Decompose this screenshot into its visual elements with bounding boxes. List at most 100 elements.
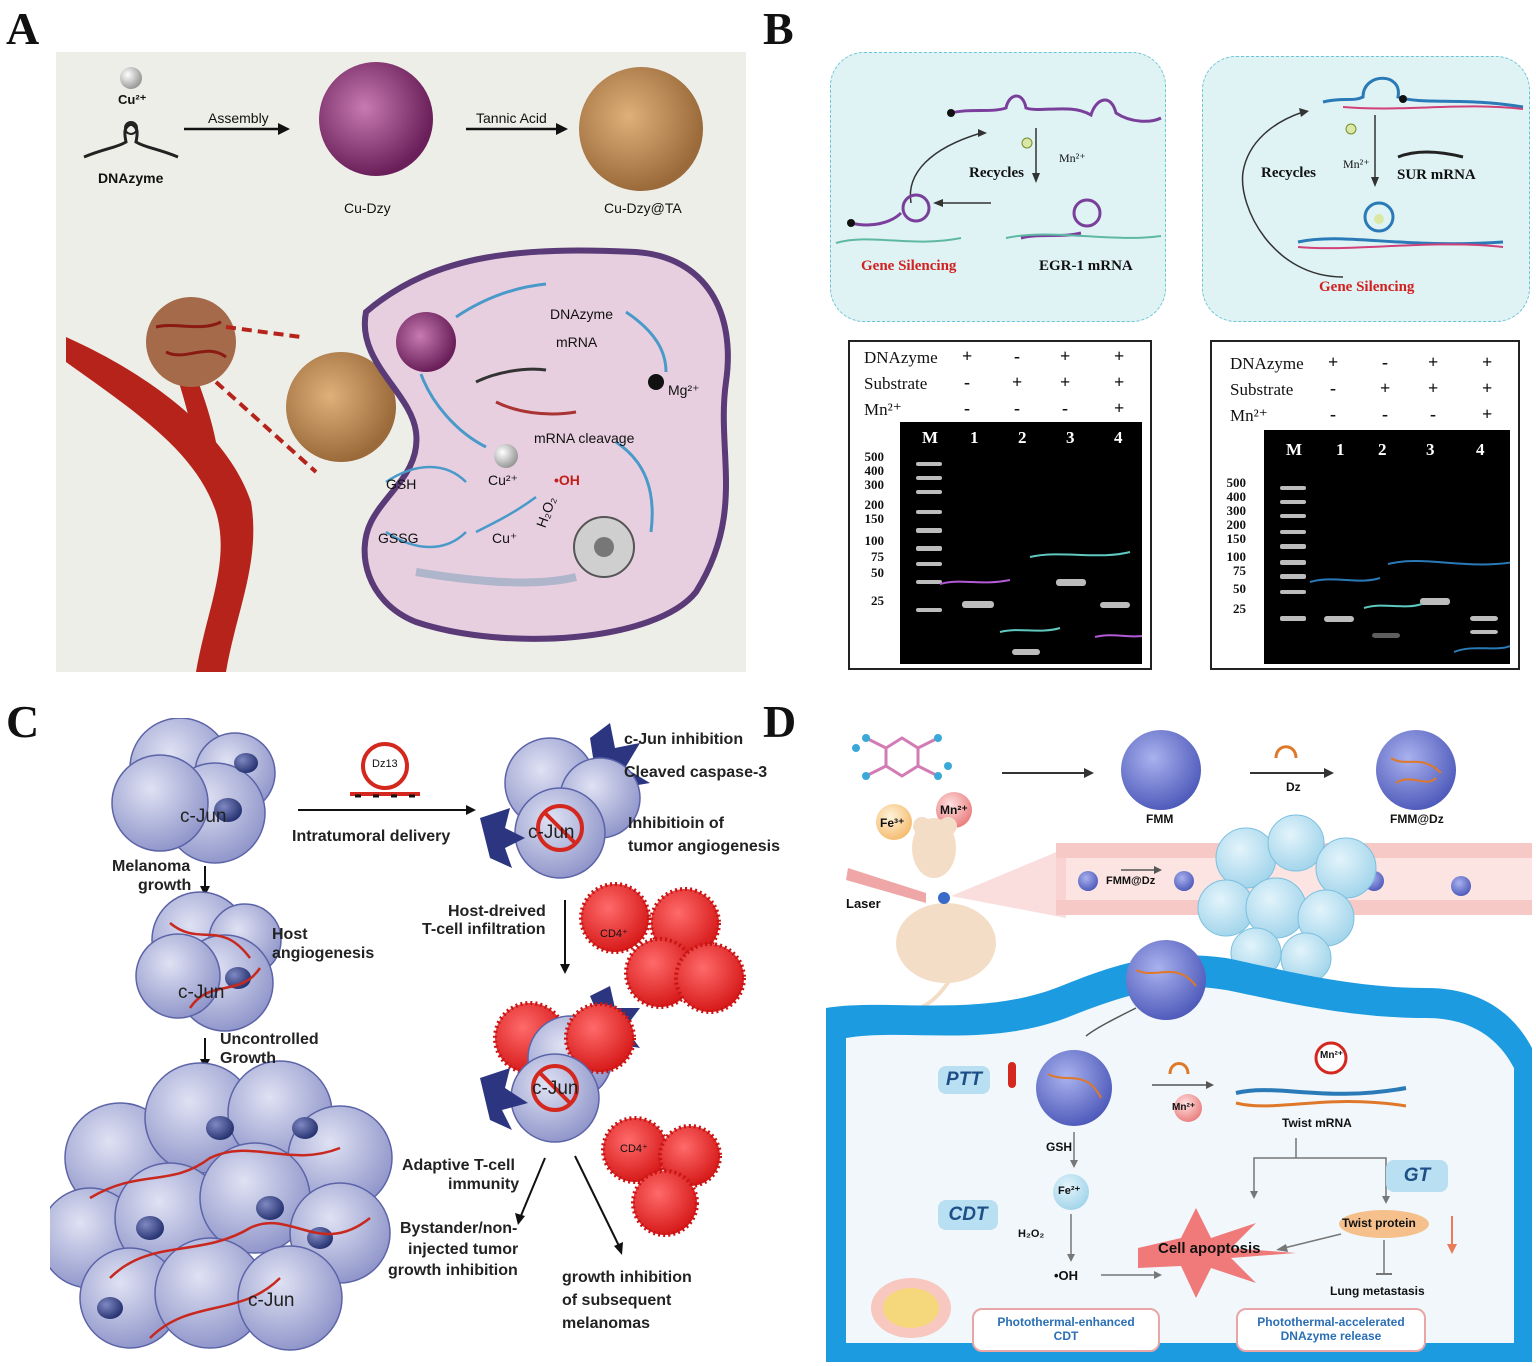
subsequent-label-3: melanomas — [562, 1315, 651, 1332]
h2o2-label: H₂O₂ — [1018, 1228, 1045, 1240]
left-sign: + — [1060, 372, 1071, 392]
fmm-dz-label: FMM@Dz — [1390, 812, 1444, 826]
mg-label: Mg²⁺ — [668, 382, 700, 398]
cleaved-caspase-label: Cleaved caspase-3 — [624, 764, 768, 781]
right-sign: - — [1330, 404, 1336, 424]
bystander-label-1: Bystander/non- — [400, 1220, 518, 1237]
cu-dzy-ta-particle — [579, 67, 703, 191]
c-jun-label-5: c-Jun — [532, 1078, 579, 1099]
photothermal-cdt-line-1: Photothermal-enhanced — [997, 1315, 1135, 1329]
left-gel-bands — [916, 462, 1142, 655]
right-sign: + — [1428, 352, 1439, 372]
sur-mrna-label: SUR mRNA — [1397, 167, 1476, 183]
cd4-label-2: CD4⁺ — [620, 1143, 648, 1155]
mn-loop-label: Mn²⁺ — [1320, 1050, 1344, 1061]
twist-protein-shape — [1339, 1210, 1429, 1238]
lane-label: 1 — [970, 428, 979, 447]
right-sign: + — [1482, 352, 1493, 372]
dz-icon — [1274, 745, 1298, 759]
subsequent-label-2: of subsequent — [562, 1292, 672, 1309]
adaptive-immunity-label-2: immunity — [448, 1176, 520, 1193]
sur-recycles-label: Recycles — [1261, 165, 1316, 181]
right-gel-image: M 1 2 3 4 — [1264, 430, 1510, 664]
adaptive-immunity-label-1: Adaptive T-cell — [402, 1157, 515, 1174]
c-jun-cell-cluster-1 — [111, 718, 276, 864]
egr1-recycles-label: Recycles — [969, 165, 1024, 181]
ladder-mark: 100 — [864, 533, 885, 548]
panel-label-a: A — [6, 3, 40, 54]
gsh-label: GSH — [1046, 1140, 1073, 1154]
c-jun-label-3: c-Jun — [248, 1290, 295, 1311]
c-jun-cell-cluster-2 — [135, 891, 282, 1032]
egr1-mrna-label: EGR-1 mRNA — [1039, 258, 1133, 274]
fe-ion-icon — [876, 804, 912, 840]
dnazyme-icon — [83, 121, 179, 159]
left-sign: + — [962, 346, 973, 366]
cu-dzy-label: Cu-Dzy — [344, 200, 391, 216]
fe2-label: Fe²⁺ — [1058, 1185, 1081, 1197]
inhibition-angio-label-1: Inhibitioin of — [628, 815, 724, 832]
lane-label: 4 — [1476, 440, 1485, 459]
blood-vessel — [66, 337, 254, 672]
right-sign: + — [1428, 378, 1439, 398]
left-sign: + — [1060, 346, 1071, 366]
lane-label: 2 — [1018, 428, 1027, 447]
twist-protein-label: Twist protein — [1342, 1216, 1416, 1230]
t-cell-infiltration-label-1: Host-dreived — [448, 903, 546, 920]
cu-dzy-particle — [319, 62, 433, 176]
c-jun-inhibition-label: c-Jun inhibition — [624, 731, 744, 748]
angiogenesis-label: angiogenesis — [272, 945, 375, 962]
right-sign: - — [1382, 352, 1388, 372]
cu-plus-label: Cu⁺ — [492, 530, 518, 546]
photothermal-dnazyme-line-2: DNAzyme release — [1280, 1329, 1382, 1343]
ladder-mark: 150 — [1226, 531, 1247, 546]
panel-a: Cu²⁺ DNAzyme Assembly Tannic Acid Cu-Dzy… — [56, 52, 746, 672]
right-row-dnazyme: DNAzyme — [1230, 354, 1304, 373]
host-label: Host — [272, 926, 308, 943]
cd4-label-1: CD4⁺ — [600, 928, 628, 940]
fmm-label: FMM — [1146, 812, 1174, 826]
panel-c-illustration — [50, 718, 746, 1351]
intratumoral-delivery-label: Intratumoral delivery — [292, 828, 451, 845]
cd4-t-cells — [579, 882, 746, 1014]
t-cell-infiltration-label-2: T-cell infiltration — [422, 921, 546, 938]
mn-label: Mn²⁺ — [940, 803, 968, 817]
lane-label: 2 — [1378, 440, 1387, 459]
left-sign: + — [1114, 398, 1125, 418]
dnazyme-label: DNAzyme — [98, 170, 164, 186]
ligand-molecule-icon — [865, 736, 939, 778]
lane-label: M — [922, 428, 939, 447]
right-gel-bands — [1280, 486, 1510, 653]
growth-label: growth — [138, 877, 192, 894]
treated-cell-cluster — [480, 723, 650, 879]
panel-label-d: D — [763, 696, 797, 747]
left-sign: - — [1014, 398, 1020, 418]
sur-scheme-illustration — [1241, 76, 1524, 278]
inhibition-angio-label-2: tumor angiogenesis — [628, 838, 781, 855]
mouse-icon — [875, 817, 996, 1025]
ladder-mark: 50 — [871, 565, 884, 580]
cu-dzy-ta-label: Cu-Dzy@TA — [604, 200, 682, 216]
panel-b-left-scheme: Recycles Mn²⁺ Gene Silencing EGR-1 mRNA — [830, 52, 1166, 322]
mitochondria-icon — [871, 1278, 951, 1338]
cell-dnazyme-label: DNAzyme — [550, 306, 614, 322]
bystander-label-2: injected tumor — [408, 1241, 519, 1258]
ladder-mark: 400 — [1226, 489, 1247, 504]
c-jun-large-tumor — [50, 1060, 393, 1351]
panel-d-illustration — [826, 730, 1532, 1362]
panel-b-right-gel-box: DNAzyme Substrate Mn²⁺ + - + + - + + + -… — [1210, 340, 1520, 670]
left-sign: + — [1114, 372, 1125, 392]
twist-mrna-label: Twist mRNA — [1282, 1116, 1352, 1130]
uncontrolled-label: Uncontrolled — [220, 1031, 319, 1048]
cell-apoptosis-label: Cell apoptosis — [1158, 1240, 1261, 1257]
panel-b-left-gel-box: DNAzyme Substrate Mn²⁺ + - + + - + + + -… — [848, 340, 1152, 670]
apoptosis-burst — [1138, 1208, 1296, 1298]
ladder-mark: 100 — [1226, 549, 1247, 564]
c-jun-label-1: c-Jun — [180, 806, 227, 827]
tumor-cluster — [1197, 814, 1377, 984]
right-sign: + — [1482, 404, 1493, 424]
lane-label: 3 — [1426, 440, 1435, 459]
photothermal-dnazyme-line-1: Photothermal-accelerated — [1257, 1315, 1405, 1329]
tannic-acid-label: Tannic Acid — [476, 110, 547, 126]
photothermal-cdt-box: Photothermal-enhanced CDT — [972, 1308, 1160, 1352]
